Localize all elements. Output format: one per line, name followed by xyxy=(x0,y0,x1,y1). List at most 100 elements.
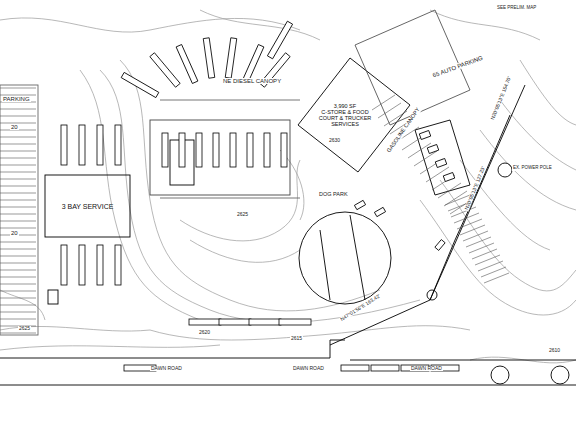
stall-line xyxy=(0,172,36,173)
stall-line xyxy=(484,273,509,283)
stall-line xyxy=(372,95,395,110)
truck-symbol xyxy=(281,133,287,167)
truck-symbol xyxy=(279,319,311,325)
stall-line xyxy=(0,284,36,285)
building-label: C-STORE & FOOD COURT & TRUCKER SERVICES xyxy=(312,109,378,127)
truck-symbol xyxy=(267,21,292,59)
truck-symbol xyxy=(427,144,438,153)
stall-line xyxy=(0,242,36,243)
plan-label: DOG PARK xyxy=(318,192,349,198)
plan-label: DAWN ROAD xyxy=(150,366,183,371)
truck-symbol xyxy=(189,319,221,325)
stall-line xyxy=(0,270,36,271)
stall-line xyxy=(0,305,36,306)
truck-symbol xyxy=(179,133,185,167)
stall-line xyxy=(0,277,36,278)
stall-line xyxy=(0,179,36,180)
plan-label: 65 AUTO PARKING xyxy=(431,54,485,78)
truck-symbol xyxy=(97,125,103,165)
truck-symbol xyxy=(225,38,237,78)
truck-symbol xyxy=(162,133,168,167)
truck-symbol xyxy=(213,133,219,167)
stall-line xyxy=(0,200,36,201)
store-building: 3,990 SFC-STORE & FOOD COURT & TRUCKER S… xyxy=(312,95,378,135)
truck-symbol xyxy=(247,133,253,167)
building-label: 3,990 SF xyxy=(334,103,356,109)
truck-symbol xyxy=(264,133,270,167)
plan-label: PARKING xyxy=(2,96,31,102)
plan-label: NE DIESEL CANOPY xyxy=(222,78,282,84)
plan-label: 2630 xyxy=(328,138,341,143)
stall-line xyxy=(0,291,36,292)
truck-symbol xyxy=(61,125,67,165)
stall-line xyxy=(444,191,467,206)
stall-line xyxy=(378,103,401,118)
truck-symbol xyxy=(443,172,454,181)
stall-line xyxy=(0,312,36,313)
stall-line xyxy=(0,298,36,299)
stall-line xyxy=(0,109,36,110)
truck-symbol xyxy=(115,245,121,285)
truck-symbol xyxy=(79,125,85,165)
stall-line xyxy=(0,144,36,145)
stall-line xyxy=(414,151,437,166)
stall-line xyxy=(0,256,36,257)
plan-label: EX. POWER POLE xyxy=(512,166,553,171)
truck-symbol xyxy=(219,319,251,325)
building-label: 3 BAY SERVICE xyxy=(62,203,114,211)
truck-symbol xyxy=(371,365,399,371)
stall-line xyxy=(0,221,36,222)
truck-symbol xyxy=(249,319,281,325)
plan-label: DAWN ROAD xyxy=(292,366,325,371)
truck-symbol xyxy=(61,245,67,285)
stall-line xyxy=(438,183,461,198)
truck-symbol xyxy=(121,72,159,97)
truck-symbol xyxy=(435,158,446,167)
stall-line xyxy=(0,207,36,208)
plan-label: 2625 xyxy=(18,326,31,331)
stall-line xyxy=(0,186,36,187)
stall-line xyxy=(0,165,36,166)
stall-line xyxy=(0,214,36,215)
stall-line xyxy=(0,88,36,89)
truck-symbol xyxy=(374,207,385,216)
stall-line xyxy=(0,319,36,320)
plan-label: SEE PRELIM. MAP xyxy=(496,6,537,11)
stall-line xyxy=(0,193,36,194)
plan-label: 20 xyxy=(10,230,19,236)
contour-lines xyxy=(0,10,576,363)
truck-symbol xyxy=(341,365,369,371)
truck-symbol xyxy=(176,45,198,84)
truck-symbol xyxy=(79,245,85,285)
truck-symbol xyxy=(196,133,202,167)
site-linework xyxy=(0,10,576,385)
truck-symbol xyxy=(150,53,180,87)
stall-line xyxy=(0,158,36,159)
truck-symbol xyxy=(354,200,365,209)
stall-line xyxy=(0,333,36,334)
truck-symbol xyxy=(435,240,445,251)
truck-symbol xyxy=(97,245,103,285)
plan-label: 20 xyxy=(10,124,19,130)
plan-label: DAWN ROAD xyxy=(410,366,443,371)
plan-label: 2610 xyxy=(548,348,561,353)
plan-label: N20°05'13"E 127.23' xyxy=(464,165,487,211)
truck-symbol xyxy=(203,38,215,78)
truck-symbol xyxy=(230,133,236,167)
plan-label: 2620 xyxy=(198,330,211,335)
plan-label: N20°05'13"E 154.70' xyxy=(490,75,513,121)
stall-line xyxy=(0,263,36,264)
truck-symbols xyxy=(61,21,459,371)
truck-symbol xyxy=(115,125,121,165)
stall-line xyxy=(408,143,431,158)
plan-label: 2615 xyxy=(290,336,303,341)
plan-label: 2625 xyxy=(236,212,249,217)
stall-line xyxy=(0,116,36,117)
stall-line xyxy=(0,249,36,250)
service-building: 3 BAY SERVICE xyxy=(47,190,128,224)
truck-symbol xyxy=(419,130,430,139)
stall-line xyxy=(0,137,36,138)
stall-line xyxy=(0,151,36,152)
parking-stalls xyxy=(0,88,509,333)
